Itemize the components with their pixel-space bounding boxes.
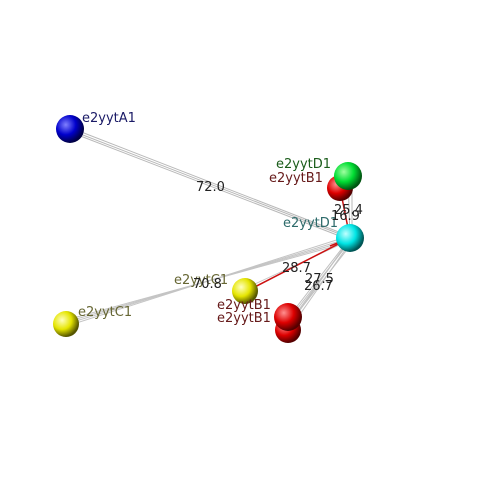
atom-c1-mid	[232, 278, 258, 304]
atom-d1-center	[336, 224, 364, 252]
label-c1-left: e2yytC1	[78, 305, 132, 320]
atom-d1-top	[334, 162, 362, 190]
label-b1-low-a: e2yytB1	[217, 298, 271, 313]
distance-d1-b1-top: 25.4	[334, 203, 363, 218]
distance-a1-d1: 72.0	[196, 180, 225, 195]
label-d1-top: e2yytD1	[276, 157, 331, 172]
distance-d1-c1-left: 70.8	[193, 277, 222, 292]
bond-d1-c1-left	[65, 235, 351, 327]
label-d1-center: e2yytD1	[283, 216, 338, 231]
label-c1-mid: e2yytC1	[174, 273, 228, 288]
distance-d1-c1-mid: 28.7	[282, 261, 311, 276]
label-a1: e2yytA1	[82, 111, 136, 126]
atom-c1-left	[53, 311, 79, 337]
atom-a1	[56, 115, 84, 143]
distance-d1-d1-top: 16.9	[331, 209, 360, 224]
label-b1-low-b: e2yytB1	[217, 311, 271, 326]
distance-d1-b1-low-a: 27.5	[305, 272, 334, 287]
distance-d1-b1-low-b: 26.7	[304, 279, 333, 294]
atom-b1-low-a	[274, 303, 302, 331]
bond-a1-d1	[69, 127, 351, 241]
label-b1-top: e2yytB1	[269, 171, 323, 186]
